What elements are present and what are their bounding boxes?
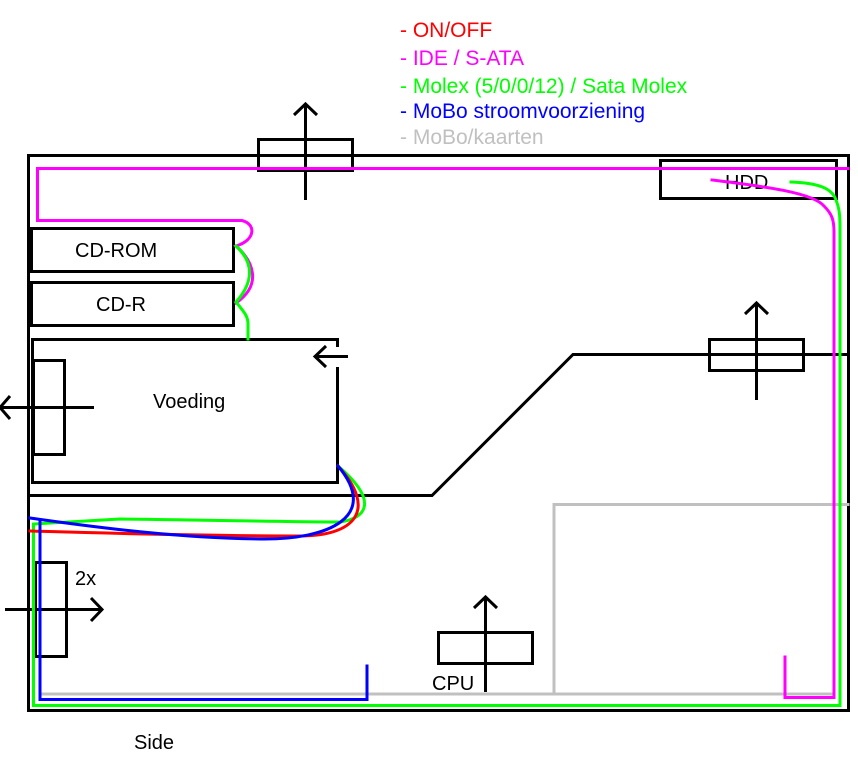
legend-item-onoff: - ON/OFF bbox=[400, 19, 492, 42]
cdr-label: CD-R bbox=[96, 294, 146, 316]
arrow-up-icon bbox=[743, 300, 770, 316]
psu-label: Voeding bbox=[153, 391, 225, 413]
front-fans-count: 2x bbox=[75, 568, 96, 590]
hdd-bay: HDD bbox=[659, 159, 838, 200]
legend-item-mobo-cards: - MoBo/kaarten bbox=[400, 126, 544, 149]
intake-arrow-left-icon bbox=[312, 344, 328, 369]
wire-onoff bbox=[28, 463, 360, 538]
legend-item-molex: - Molex (5/0/0/12) / Sata Molex bbox=[400, 75, 688, 98]
legend-item-mobo-power: - MoBo stroomvoorziening bbox=[400, 100, 645, 123]
cpu-label: CPU bbox=[432, 673, 474, 695]
cdr-drive: CD-R bbox=[30, 281, 235, 327]
arrow-up-icon bbox=[472, 594, 499, 610]
wire-ide-sata bbox=[36, 167, 850, 699]
cdrom-label: CD-ROM bbox=[75, 240, 157, 262]
cdrom-drive: CD-ROM bbox=[30, 227, 235, 273]
top-fan bbox=[257, 101, 354, 200]
view-label: Side bbox=[134, 732, 174, 754]
wire-mobo-power bbox=[28, 463, 369, 701]
arrow-left-icon bbox=[0, 395, 12, 420]
legend: - ON/OFF - IDE / S-ATA - Molex (5/0/0/12… bbox=[400, 19, 688, 149]
motherboard-tray-line bbox=[28, 353, 848, 497]
legend-item-ide-sata: - IDE / S-ATA bbox=[400, 47, 524, 70]
wire-molex bbox=[32, 180, 842, 707]
psu: Voeding bbox=[0, 338, 348, 484]
arrow-up-icon bbox=[292, 101, 319, 117]
rear-fan bbox=[708, 300, 805, 400]
cpu-fan: CPU bbox=[432, 594, 534, 695]
arrow-right-icon bbox=[89, 596, 105, 623]
case-outline bbox=[27, 154, 850, 712]
wire-mobo-cards bbox=[41, 503, 850, 696]
front-fans: 2x bbox=[5, 561, 105, 658]
